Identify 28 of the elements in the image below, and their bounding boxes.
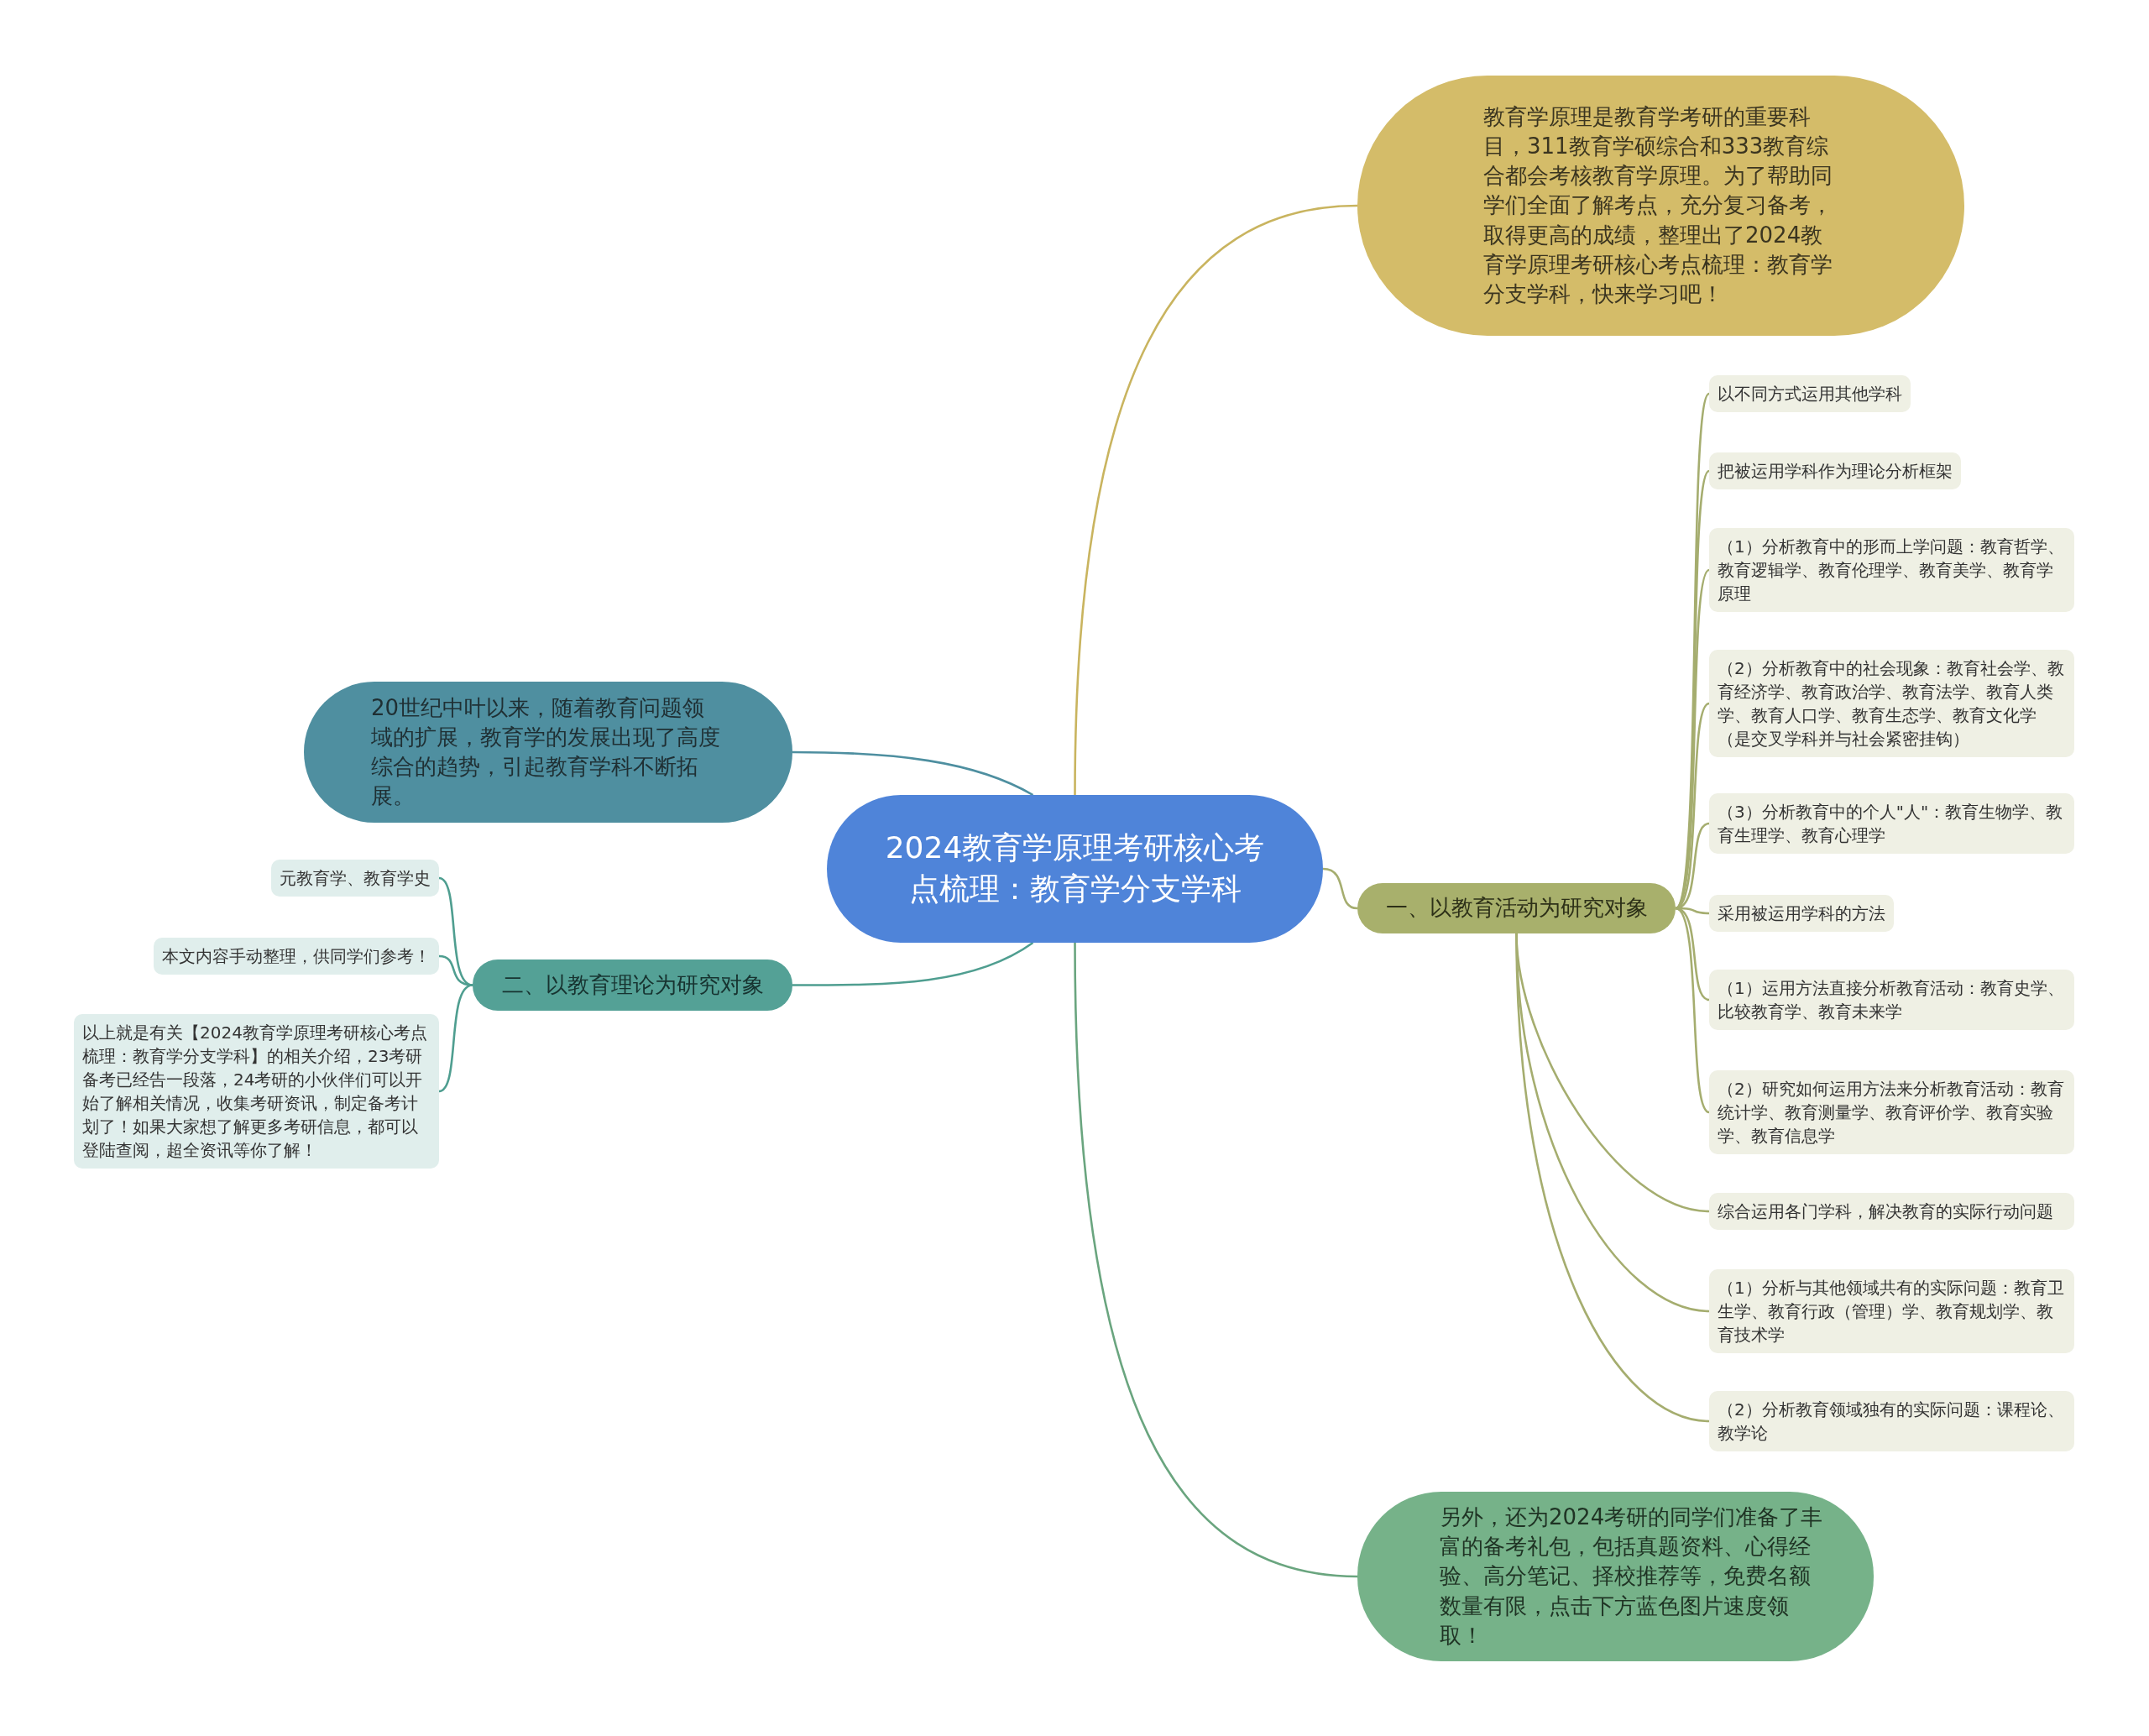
leaf-box: 采用被运用学科的方法 <box>1709 895 1894 932</box>
central-topic-node: 2024教育学原理考研核心考点梳理：教育学分支学科 <box>827 795 1323 943</box>
connector-line <box>1074 204 1358 796</box>
leaf-box: 本文内容手动整理，供同学们参考！ <box>154 938 439 975</box>
leaf-box: 把被运用学科作为理论分析框架 <box>1709 452 1961 489</box>
connector-line <box>792 941 1034 986</box>
note-bubble: 20世纪中叶以来，随着教育问题领域的扩展，教育学的发展出现了高度综合的趋势，引起教育学科不断拓展。 <box>304 682 792 823</box>
leaf-box: （1）运用方法直接分析教育活动：教育史学、比较教育学、教育未来学 <box>1709 970 2074 1030</box>
leaf-box: （1）分析教育中的形而上学问题：教育哲学、教育逻辑学、教育伦理学、教育美学、教育学原理 <box>1709 528 2074 612</box>
branch-node: 二、以教育理论为研究对象 <box>473 960 792 1011</box>
leaf-box: （2）分析教育中的社会现象：教育社会学、教育经济学、教育政治学、教育法学、教育人类学、教育人口学、教育生态学、教育文化学（是交叉学科并与社会紧密挂钩） <box>1709 650 2074 757</box>
connector-line <box>438 984 473 1093</box>
connector-line <box>1515 933 1710 1423</box>
leaf-box: 以不同方式运用其他学科 <box>1709 375 1911 412</box>
leaf-box: 元教育学、教育学史 <box>271 860 439 897</box>
leaf-box: （1）分析与其他领域共有的实际问题：教育卫生学、教育行政（管理）学、教育规划学、教育技术学 <box>1709 1269 2074 1353</box>
leaf-box: （2）研究如何运用方法来分析教育活动：教育统计学、教育测量学、教育评价学、教育实验学、教育信息学 <box>1709 1070 2074 1154</box>
branch-node: 一、以教育活动为研究对象 <box>1357 883 1676 933</box>
leaf-box: （2）分析教育领域独有的实际问题：课程论、教学论 <box>1709 1391 2074 1451</box>
connector-line <box>792 750 1034 797</box>
note-bubble: 另外，还为2024考研的同学们准备了丰富的备考礼包，包括真题资料、心得经验、高分笔记、择校推荐等，免费名额数量有限，点击下方蓝色图片速度领取！ <box>1357 1492 1874 1661</box>
leaf-box: 综合运用各门学科，解决教育的实际行动问题 <box>1709 1193 2074 1230</box>
connector-line <box>1074 942 1358 1578</box>
note-bubble: 教育学原理是教育学考研的重要科目，311教育学硕综合和333教育综合都会考核教育学原理。为了帮助同学们全面了解考点，充分复习备考，取得更高的成绩，整理出了2024教育学原理考研核心考点梳理：教育学分支学科，快来学习吧！ <box>1357 76 1964 336</box>
leaf-box: 以上就是有关【2024教育学原理考研核心考点梳理：教育学分支学科】的相关介绍，23考研备考已经告一段落，24考研的小伙伴们可以开始了解相关情况，收集考研资讯，制定备考计划了！如果大家想了解更多考研信息，都可以登陆查阅，超全资讯等你了解！ <box>74 1014 439 1169</box>
connector-line <box>1322 867 1358 910</box>
connector-line <box>1675 907 1710 1113</box>
leaf-box: （3）分析教育中的个人"人"：教育生物学、教育生理学、教育心理学 <box>1709 793 2074 854</box>
